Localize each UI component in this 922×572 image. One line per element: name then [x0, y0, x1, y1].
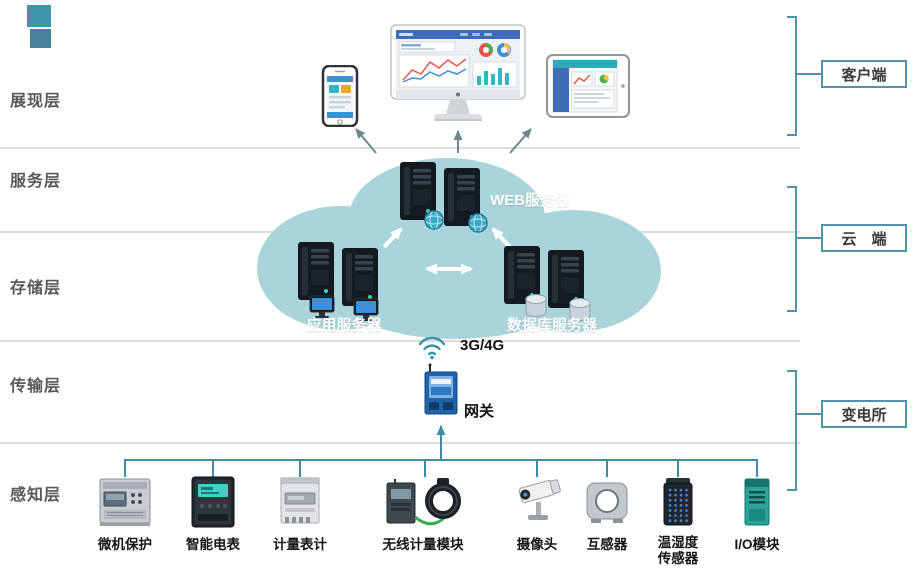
- zone-label-substation: 变电所: [841, 406, 887, 424]
- layer-separators: [0, 147, 800, 444]
- temp-humidity-sensor-icon: [662, 477, 694, 527]
- db-server-label: 数据库服务器: [506, 317, 597, 334]
- web-server-icon: [398, 160, 492, 234]
- database-cylinder-icon: [525, 294, 547, 317]
- db-server-icon: [502, 246, 596, 322]
- layer-label-storage: 存储层: [10, 280, 62, 297]
- gateway-icon: [422, 363, 460, 417]
- camera-icon: [512, 476, 562, 528]
- app-server-icon: [296, 242, 390, 322]
- decoration-square-top: [27, 5, 51, 27]
- zone-label-client: 客户端: [841, 66, 887, 84]
- zone-box-substation: 变电所: [821, 400, 907, 428]
- gateway-label: 网关: [464, 403, 495, 420]
- smart-meter-icon: [190, 476, 236, 528]
- device-label-protection-relay: 微机保护: [98, 537, 152, 552]
- database-cylinder-icon: [569, 298, 591, 321]
- device-label-wireless-metering-module: 无线计量模块: [382, 537, 464, 552]
- web-server-label: WEB服务器: [490, 192, 570, 209]
- cloud-internal-arrows: [382, 227, 512, 275]
- layer-label-transport: 传输层: [10, 378, 62, 395]
- smartphone-icon: [321, 65, 359, 127]
- decoration-square-bottom: [30, 29, 51, 48]
- wifi-icon: [417, 334, 447, 360]
- zone-box-cloud: 云 端: [821, 224, 907, 252]
- device-label-smart-meter: 智能电表: [186, 537, 240, 552]
- device-label-io-module: I/O模块: [734, 537, 780, 552]
- metering-instrument-icon: [279, 477, 321, 527]
- layer-label-presentation: 展现层: [10, 93, 62, 110]
- layer-label-service: 服务层: [10, 173, 62, 190]
- desktop-monitor-icon: [390, 24, 526, 124]
- device-label-temp-humidity-sensor: 温湿度 传感器: [638, 535, 718, 567]
- device-label-current-transformer: 互感器: [586, 537, 628, 552]
- zone-brackets: [787, 16, 821, 491]
- globe-icon: [468, 213, 488, 233]
- monitor-screen-icon: [309, 295, 335, 318]
- device-label-line1: 温湿度: [657, 535, 699, 550]
- zone-label-cloud: 云 端: [841, 230, 887, 248]
- layer-label-perception: 感知层: [10, 487, 62, 504]
- sensor-bus: [124, 425, 758, 477]
- io-module-icon: [742, 477, 772, 527]
- protection-relay-icon: [99, 477, 151, 527]
- globe-icon: [424, 210, 444, 230]
- wireless-metering-module-icon: [385, 477, 465, 529]
- cloud-to-client-arrows: [355, 128, 532, 154]
- tablet-icon: [546, 54, 630, 118]
- wireless-label: 3G/4G: [460, 337, 505, 354]
- current-transformer-icon: [585, 481, 629, 525]
- app-server-label: 应用服务器: [306, 317, 382, 334]
- device-label-line2: 传感器: [657, 551, 699, 566]
- monitor-screen-icon: [353, 298, 379, 321]
- zone-box-client: 客户端: [821, 60, 907, 88]
- device-label-metering-instrument: 计量表计: [273, 537, 327, 552]
- device-label-camera: 摄像头: [516, 537, 558, 552]
